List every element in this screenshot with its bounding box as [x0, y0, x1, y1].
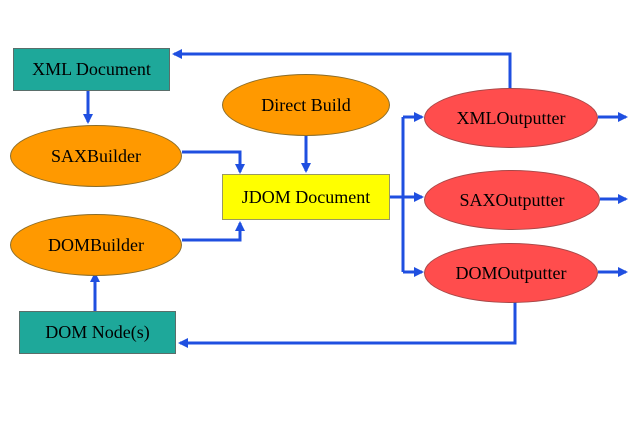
xmloutputter-node: XMLOutputter	[424, 88, 598, 148]
dombuilder-node: DOMBuilder	[10, 214, 182, 276]
edge-saxbuilder-to-jdom-document	[182, 150, 245, 174]
domoutputter-label: DOMOutputter	[455, 262, 567, 283]
saxbuilder-node: SAXBuilder	[10, 125, 182, 187]
saxbuilder-label: SAXBuilder	[51, 145, 141, 166]
xmloutputter-label: XMLOutputter	[456, 107, 566, 128]
jdom-document-label: JDOM Document	[241, 186, 371, 207]
dombuilder-label: DOMBuilder	[48, 234, 144, 255]
dom-nodes-node: DOM Node(s)	[19, 311, 176, 354]
edge-domoutputter-to-dom-nodes	[178, 302, 517, 348]
domoutputter-node: DOMOutputter	[424, 243, 598, 303]
saxoutputter-node: SAXOutputter	[424, 170, 600, 230]
direct-build-label: Direct Build	[261, 94, 351, 115]
saxoutputter-label: SAXOutputter	[459, 189, 565, 210]
direct-build-node: Direct Build	[222, 74, 390, 136]
xml-document-node: XML Document	[13, 48, 170, 91]
jdom-document-node: JDOM Document	[222, 174, 390, 220]
xml-document-label: XML Document	[32, 59, 151, 79]
edge-dombuilder-to-jdom-document	[182, 221, 245, 242]
edge-xmloutputter-to-xml-document	[172, 49, 512, 88]
dom-nodes-label: DOM Node(s)	[45, 322, 150, 342]
